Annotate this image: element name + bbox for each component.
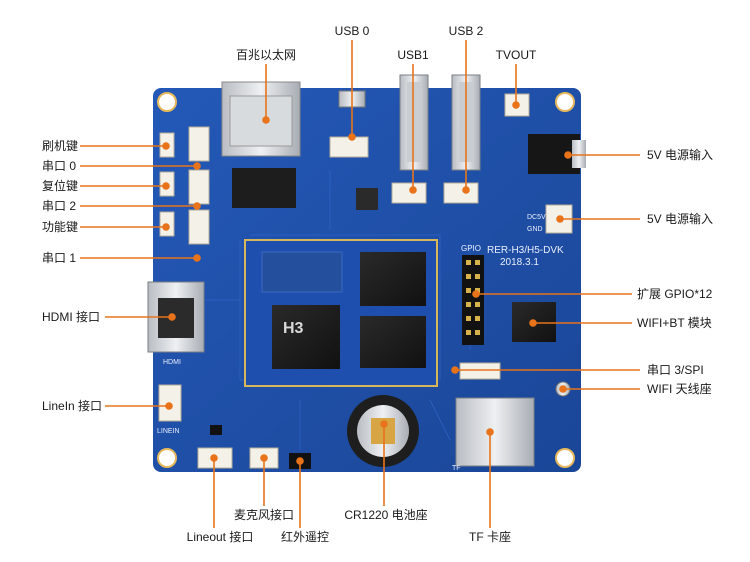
label-wifi-ant: WIFI 天线座 [647,382,712,396]
silk-hdmi: HDMI [163,359,181,366]
mount-hole [555,448,575,468]
label-usb0: USB 0 [334,24,370,38]
label-mic: 麦克风接口 [233,508,295,522]
label-lineout: Lineout 接口 [186,530,254,544]
tf-card-slot [455,397,535,467]
memory-chip-1 [360,252,426,306]
silk-cpu: H3 [283,320,304,337]
silk-board-date: 2018.3.1 [500,257,539,268]
label-uart2: 串口 2 [42,199,77,213]
label-gpio: 扩展 GPIO*12 [637,287,713,301]
silk-gpio: GPIO [461,244,482,253]
silk-tf: TF [452,465,461,472]
memory-chip-2 [360,316,426,368]
silk-dc5v: DC5V [527,214,546,221]
label-uart0: 串口 0 [42,159,77,173]
label-ethernet: 百兆以太网 [235,48,297,62]
cpu-chip [272,305,340,369]
label-tvout: TVOUT [495,48,537,62]
mount-hole [157,92,177,112]
silk-board-name: RER-H3/H5-DVK [487,245,564,256]
label-usb2: USB 2 [448,24,484,38]
label-usb1: USB1 [397,48,429,62]
label-func-key: 功能键 [42,220,79,234]
transformer-chip [232,168,296,208]
label-power-in-2: 5V 电源输入 [647,212,714,226]
label-uart3-spi: 串口 3/SPI [647,363,704,377]
silk-linein: LINEIN [157,428,180,435]
label-battery: CR1220 电池座 [344,508,428,522]
label-wifi-bt: WIFI+BT 模块 [637,316,712,330]
label-flash-key: 刷机键 [42,139,79,153]
label-ir: 红外遥控 [280,530,330,544]
label-hdmi: HDMI 接口 [42,310,100,324]
mount-hole [555,92,575,112]
label-reset-key: 复位键 [42,179,79,193]
mount-hole [157,448,177,468]
label-tf: TF 卡座 [469,530,511,544]
label-linein: LineIn 接口 [42,399,103,413]
label-uart1: 串口 1 [42,251,77,265]
silk-gnd: GND [527,226,543,233]
label-power-in-1: 5V 电源输入 [647,148,714,162]
